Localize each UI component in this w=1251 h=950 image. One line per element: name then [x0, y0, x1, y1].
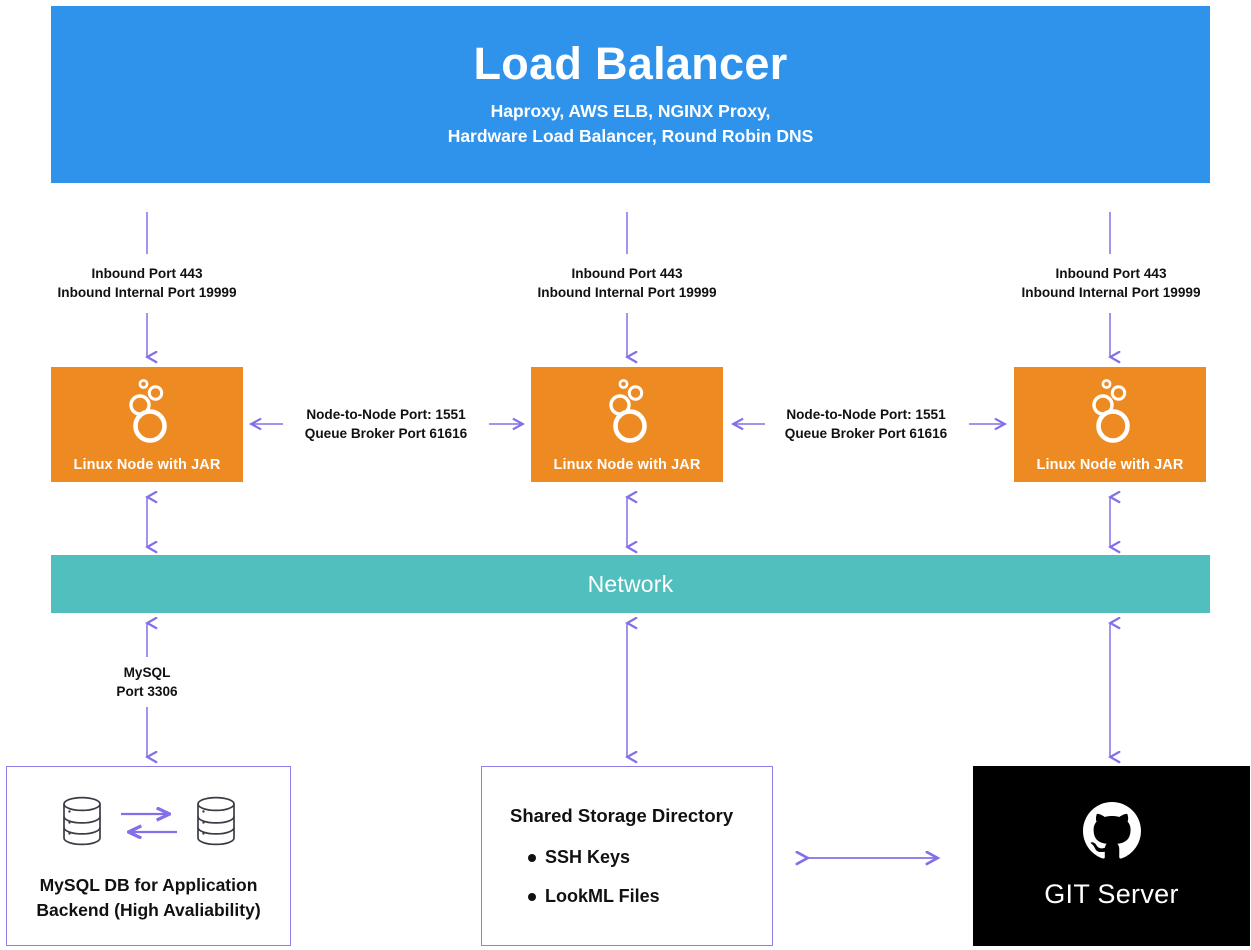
network-bar: Network — [51, 555, 1210, 613]
inbound-label-3-line1: Inbound Port 443 — [1055, 266, 1167, 281]
inbound-label-1: Inbound Port 443 Inbound Internal Port 1… — [23, 264, 271, 303]
load-balancer-subtitle-line2: Hardware Load Balancer, Round Robin DNS — [447, 126, 814, 147]
linux-node-label-1: Linux Node with JAR — [73, 457, 221, 473]
inbound-label-2-line1: Inbound Port 443 — [571, 266, 683, 281]
shared-storage-box: Shared Storage Directory SSH Keys LookML… — [481, 766, 773, 946]
mysql-db-content: MySQL DB for Application Backend (High A… — [7, 767, 290, 945]
inbound-label-1-line1: Inbound Port 443 — [91, 266, 203, 281]
inbound-label-1-line2: Inbound Internal Port 19999 — [57, 285, 237, 301]
database-cylinder-icon — [193, 794, 239, 853]
bullet-icon — [528, 853, 536, 862]
shared-storage-title: Shared Storage Directory — [510, 805, 734, 826]
mysql-link-label-line2: Port 3306 — [116, 684, 178, 700]
mysql-replication-row — [59, 794, 239, 853]
looker-logo-icon — [119, 376, 175, 448]
looker-logo-icon — [1082, 376, 1138, 448]
node-to-node-label-2: Node-to-Node Port: 1551 Queue Broker Por… — [768, 405, 964, 444]
network-label: Network — [587, 570, 674, 597]
linux-node-box-2: Linux Node with JAR — [531, 367, 723, 482]
looker-logo-icon — [599, 376, 655, 448]
linux-node-box-3: Linux Node with JAR — [1014, 367, 1206, 482]
linux-node-label-2: Linux Node with JAR — [553, 457, 701, 473]
shared-storage-item-label: LookML Files — [545, 886, 660, 906]
inbound-label-2: Inbound Port 443 Inbound Internal Port 1… — [503, 264, 751, 303]
shared-storage-item-ssh-keys: SSH Keys — [528, 847, 772, 868]
mysql-link-label: MySQL Port 3306 — [80, 663, 214, 702]
git-server-label: GIT Server — [1044, 879, 1179, 909]
mysql-db-caption-line1: MySQL DB for Application — [39, 874, 258, 895]
inbound-label-2-line2: Inbound Internal Port 19999 — [537, 285, 717, 301]
node-to-node-label-2-line1: Node-to-Node Port: 1551 — [786, 407, 946, 422]
load-balancer-subtitle-line1: Haproxy, AWS ELB, NGINX Proxy, — [490, 101, 771, 122]
load-balancer-title: Load Balancer — [473, 38, 788, 90]
linux-node-box-1: Linux Node with JAR — [51, 367, 243, 482]
database-cylinder-icon — [59, 794, 105, 853]
node-to-node-label-2-line2: Queue Broker Port 61616 — [784, 426, 948, 442]
shared-storage-item-label: SSH Keys — [545, 847, 631, 867]
load-balancer-subtitle: Haproxy, AWS ELB, NGINX Proxy, Hardware … — [448, 99, 814, 149]
git-server-box: GIT Server — [973, 766, 1250, 946]
linux-node-label-3: Linux Node with JAR — [1036, 457, 1184, 473]
node-to-node-label-1-line1: Node-to-Node Port: 1551 — [306, 407, 466, 422]
mysql-link-label-line1: MySQL — [123, 665, 171, 680]
load-balancer-box: Load Balancer Haproxy, AWS ELB, NGINX Pr… — [51, 6, 1210, 183]
github-octocat-icon — [1082, 802, 1141, 865]
inbound-label-3-line2: Inbound Internal Port 19999 — [1021, 285, 1201, 301]
mysql-db-caption-line2: Backend (High Avaliability) — [36, 899, 261, 920]
shared-storage-content: Shared Storage Directory SSH Keys LookML… — [482, 767, 772, 945]
mysql-db-caption: MySQL DB for Application Backend (High A… — [36, 873, 260, 923]
node-to-node-label-1-line2: Queue Broker Port 61616 — [304, 426, 468, 442]
node-to-node-label-1: Node-to-Node Port: 1551 Queue Broker Por… — [288, 405, 484, 444]
shared-storage-item-lookml-files: LookML Files — [528, 886, 772, 907]
inbound-label-3: Inbound Port 443 Inbound Internal Port 1… — [987, 264, 1235, 303]
mysql-db-box: MySQL DB for Application Backend (High A… — [6, 766, 291, 946]
replication-arrows — [119, 806, 179, 840]
bullet-icon — [528, 892, 536, 901]
